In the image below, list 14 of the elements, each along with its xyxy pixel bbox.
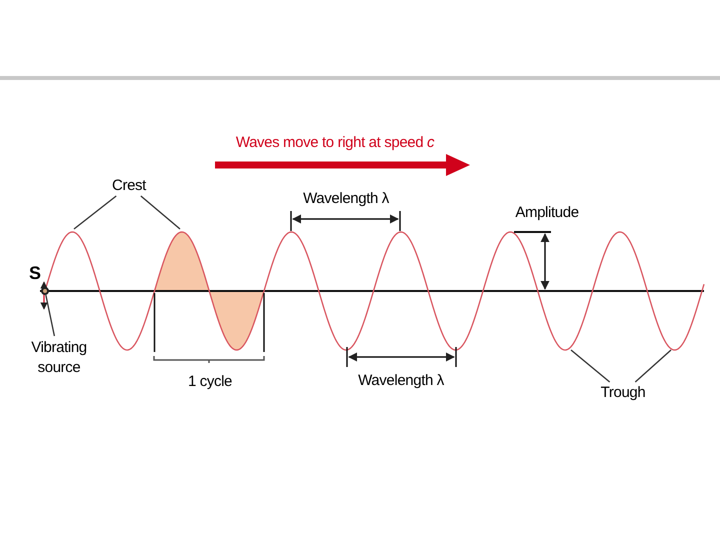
leader-line xyxy=(74,195,117,230)
direction-label: Waves move to right at speed c xyxy=(234,133,436,153)
callout-label: Vibrating source xyxy=(30,338,88,378)
leader-line xyxy=(140,196,180,230)
dimension-label: Wavelength λ xyxy=(357,371,445,391)
leader-line xyxy=(45,294,56,336)
callout-label: Trough xyxy=(600,383,646,403)
source-label: S xyxy=(29,262,42,285)
dimension-label: Wavelength λ xyxy=(302,189,390,209)
leader-line xyxy=(634,350,672,382)
dimension-label: 1 cycle xyxy=(186,372,234,392)
leader-line xyxy=(570,350,610,382)
dimension-label: Amplitude xyxy=(514,203,580,223)
callout-label: Crest xyxy=(112,176,146,196)
